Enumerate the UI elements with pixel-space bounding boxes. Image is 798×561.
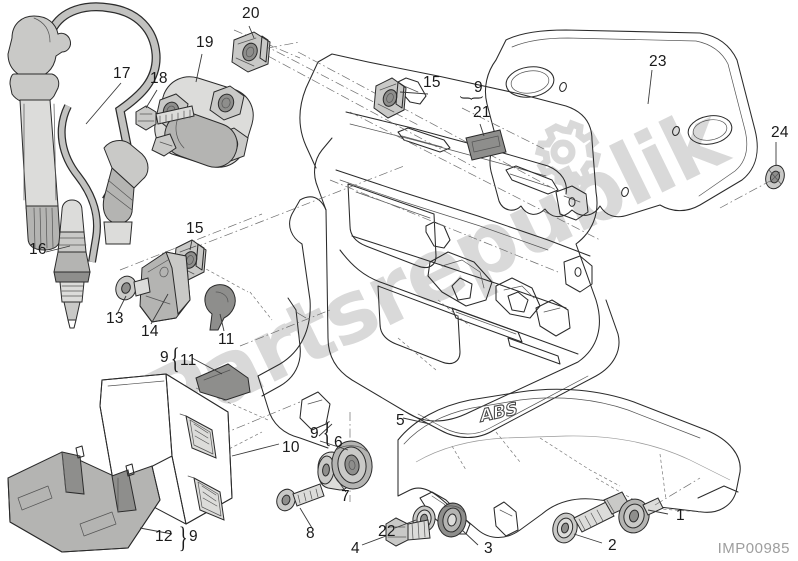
part-spark-plug bbox=[53, 199, 91, 329]
part-tail-subframe-body bbox=[257, 53, 620, 449]
callout-11-upper: 11 bbox=[218, 331, 235, 348]
part-ecu-holder-bracket bbox=[7, 445, 161, 553]
brace-9-mid: { bbox=[322, 416, 332, 449]
callout-18: 18 bbox=[150, 70, 168, 87]
callout-6: 6 bbox=[334, 434, 343, 451]
callout-1: 1 bbox=[676, 507, 685, 524]
callout-21: 21 bbox=[473, 104, 491, 121]
callout-9-mid: 9 bbox=[310, 425, 319, 442]
abs-emboss: ABS bbox=[479, 398, 518, 427]
part-rubber-grommet-3 bbox=[437, 502, 467, 538]
part-rear-subframe-plate bbox=[484, 29, 758, 218]
figure-code: IMP00985 bbox=[717, 540, 790, 557]
brace-9-mid-left: { bbox=[170, 342, 180, 375]
callout-16: 16 bbox=[29, 241, 47, 258]
callout-13: 13 bbox=[106, 310, 124, 327]
part-shoulder-screw-8 bbox=[276, 483, 325, 512]
part-angled-plug-boot bbox=[102, 140, 149, 245]
callout-23: 23 bbox=[649, 53, 667, 70]
callout-4: 4 bbox=[351, 540, 360, 557]
part-washer-stud-2 bbox=[552, 491, 631, 544]
callout-3: 3 bbox=[484, 540, 493, 557]
part-hex-bolt-4 bbox=[385, 517, 431, 547]
svg-text:ABS: ABS bbox=[480, 399, 518, 427]
part-support-bracket bbox=[139, 251, 191, 323]
callout-17: 17 bbox=[113, 65, 131, 82]
callout-7: 7 bbox=[341, 488, 350, 505]
callout-9-bottom: 9 bbox=[189, 528, 198, 545]
part-tail-fairing: ABS bbox=[397, 388, 741, 539]
construction-axes bbox=[119, 29, 621, 502]
callout-14: 14 bbox=[141, 323, 159, 340]
callout-20: 20 bbox=[242, 5, 260, 22]
part-flanged-screw-1 bbox=[618, 477, 701, 534]
callout-15-top: 15 bbox=[423, 74, 441, 91]
callout-15-left: 15 bbox=[186, 220, 204, 237]
callout-24: 24 bbox=[771, 124, 789, 141]
part-rubber-pad-21 bbox=[465, 129, 507, 161]
part-rubber-buffer-upper bbox=[204, 284, 236, 331]
part-coil-mounting-screw bbox=[135, 105, 195, 131]
callout-9-top: 9 bbox=[474, 79, 483, 96]
part-cage-nut-top bbox=[373, 77, 407, 119]
part-flanged-screw-13 bbox=[115, 275, 151, 301]
part-rubber-buffer-lower bbox=[195, 363, 251, 401]
brace-9-bottom: } bbox=[178, 521, 188, 554]
callout-22: 22 bbox=[378, 523, 396, 540]
callout-10: 10 bbox=[282, 439, 300, 456]
callout-9-mid-left: 9 bbox=[160, 349, 169, 366]
callout-19: 19 bbox=[196, 34, 214, 51]
callout-12: 12 bbox=[155, 528, 173, 545]
callout-11-lower: 11 bbox=[180, 352, 197, 369]
callout-8: 8 bbox=[306, 525, 315, 542]
part-rubber-mount-bushing-6 bbox=[331, 440, 373, 490]
part-clip-nut bbox=[231, 31, 301, 73]
brace-9-top: } bbox=[458, 94, 488, 102]
part-grommet-plug bbox=[719, 164, 785, 209]
callout-5: 5 bbox=[396, 412, 405, 429]
callout-2: 2 bbox=[608, 537, 617, 554]
leader-lines bbox=[45, 25, 777, 546]
part-plug-cap bbox=[7, 15, 71, 251]
part-ignition-coil bbox=[151, 76, 254, 168]
